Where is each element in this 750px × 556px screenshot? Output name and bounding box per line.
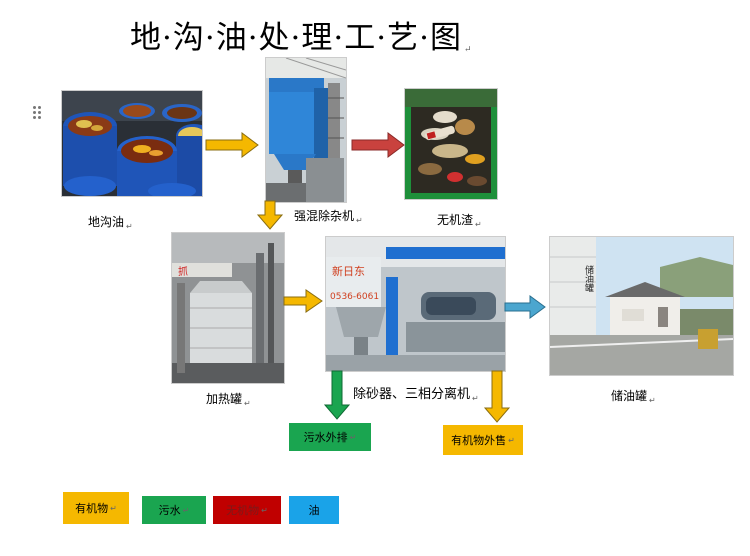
arrow-mixer-to-residue — [351, 132, 405, 158]
wastewater-output-label: 污水外排 — [303, 431, 348, 444]
organic-sale-output-label: 有机物外售 — [451, 434, 507, 447]
paragraph-mark-icon: ↵ — [182, 505, 190, 515]
inorganic-residue-label: 无机渣 — [437, 213, 474, 227]
arrow-gutter-to-mixer — [205, 132, 259, 158]
drag-handle-icon[interactable] — [32, 106, 42, 120]
paragraph-mark-icon: ↵ — [356, 216, 363, 225]
arrow-separator-to-storage — [504, 295, 546, 319]
storage-tank-photo: 储油罐 — [549, 236, 734, 376]
paragraph-mark-icon: ↵ — [110, 503, 117, 513]
title-text: 地·沟·油·处·理·工·艺·图 — [130, 20, 462, 56]
organic-sale-output-box: 有机物外售↵ — [443, 425, 523, 455]
wastewater-output-box: 污水外排↵ — [289, 423, 371, 451]
separator-phone-text: 0536-6061 — [330, 292, 379, 302]
gutter-oil-label: 地沟油 — [88, 215, 125, 229]
inorganic-residue-photo — [404, 88, 498, 200]
paragraph-mark-icon: ↵ — [649, 396, 656, 405]
heating-tank-banner-text: 抓 — [178, 265, 188, 278]
paragraph-mark-icon: ↵ — [463, 45, 473, 55]
mixer-label: 强混除杂机 — [294, 209, 355, 223]
legend-oil-label: 油 — [308, 504, 320, 517]
paragraph-mark-icon: ↵ — [261, 505, 268, 515]
gutter-oil-photo — [61, 90, 203, 197]
heating-tank-label: 加热罐 — [206, 392, 243, 406]
storage-tank-label: 储油罐 — [611, 389, 648, 403]
arrow-separator-to-organic-sale — [483, 370, 511, 423]
legend-organic-label: 有机物 — [75, 502, 109, 515]
paragraph-mark-icon: ↵ — [472, 394, 479, 403]
mixer-photo — [265, 57, 347, 203]
storage-tank-caption: 储油罐↵ — [611, 387, 656, 405]
gutter-oil-caption: 地沟油↵ — [88, 213, 133, 231]
heating-tank-photo: 抓 — [171, 232, 285, 384]
legend-oil: 油 — [289, 496, 339, 524]
arrow-separator-to-wastewater — [323, 370, 351, 420]
page-title: 地·沟·油·处·理·工·艺·图↵ — [130, 12, 473, 57]
legend-inorganic: 无机物↵ — [213, 496, 281, 524]
mixer-caption: 强混除杂机↵ — [294, 207, 363, 225]
arrow-mixer-to-heating — [256, 200, 284, 230]
storage-tank-sign-text: 储油罐 — [583, 264, 594, 293]
paragraph-mark-icon: ↵ — [508, 435, 515, 445]
legend-wastewater: 污水↵ — [142, 496, 206, 524]
separator-caption: 除砂器、三相分离机↵ — [353, 383, 479, 403]
arrow-heating-to-separator — [283, 289, 323, 313]
paragraph-mark-icon: ↵ — [244, 399, 251, 408]
paragraph-mark-icon: ↵ — [349, 432, 357, 442]
legend-inorganic-label: 无机物 — [226, 504, 260, 517]
legend-organic: 有机物↵ — [63, 492, 129, 524]
paragraph-mark-icon: ↵ — [126, 222, 133, 231]
inorganic-residue-caption: 无机渣↵ — [437, 211, 482, 229]
separator-photo: 新日东 0536-6061 — [325, 236, 506, 372]
separator-label: 除砂器、三相分离机 — [353, 387, 471, 402]
separator-sign-text: 新日东 — [332, 264, 365, 278]
paragraph-mark-icon: ↵ — [475, 220, 482, 229]
heating-tank-caption: 加热罐↵ — [206, 390, 251, 408]
legend-wastewater-label: 污水 — [158, 504, 181, 517]
